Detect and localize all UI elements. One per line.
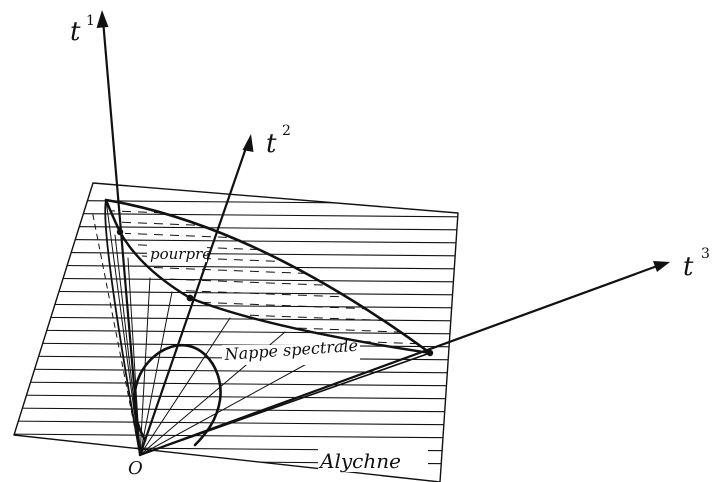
axis-t3-label: t 3 [683, 246, 710, 282]
axis-t2-line [138, 140, 250, 457]
cone-outline [104, 198, 432, 456]
surface-dash-line [106, 275, 430, 291]
axis-t1-line [101, 18, 142, 457]
surface-dash-line [106, 308, 430, 324]
axis-t2-label: t 2 [266, 123, 291, 159]
plane-hatch-line [14, 251, 458, 259]
plane-hatch-line [14, 329, 458, 337]
axis-t3-superscript: 3 [701, 246, 710, 262]
cone-generators [91, 199, 431, 456]
alychne-plane [13, 182, 459, 482]
axes [96, 10, 670, 457]
surface-dash-line [106, 209, 430, 225]
plane-hatch-line [14, 264, 458, 272]
axis-t1-letter: t [70, 17, 81, 47]
axis-t3-line [138, 263, 662, 457]
plane-hatch-line [14, 433, 458, 441]
surface-dash-line [106, 297, 430, 313]
surface-dash-line [106, 264, 430, 280]
axis-t2-letter: t [266, 129, 277, 159]
plane-hatch-line [14, 368, 458, 376]
surface-dash-line [106, 253, 430, 269]
surface-dash-line [106, 286, 430, 302]
plane-hatch-line [14, 381, 458, 389]
origin-label: O [128, 458, 143, 479]
surface-dash-line [106, 231, 430, 247]
plane-hatch-line [14, 394, 458, 402]
plane-hatch-line [14, 238, 458, 246]
plane-hatch-line [14, 316, 458, 324]
plane-hatch-line [14, 225, 458, 233]
axis-t2-arrowhead [242, 134, 254, 152]
alychne-label: Alychne [318, 449, 401, 473]
axis-t2-superscript: 2 [282, 123, 291, 139]
axis-t3-letter: t [683, 252, 694, 282]
axis-t1-label: t 1 [70, 13, 95, 47]
plane-hatch-line [14, 290, 458, 298]
pourpre-label: pourpre [150, 245, 211, 263]
axis-t3-arrowhead [653, 261, 670, 272]
axis-t1-arrowhead [96, 10, 109, 28]
plane-hatch-line [14, 420, 458, 428]
axis-t1-superscript: 1 [86, 13, 95, 29]
plane-hatch-line [14, 407, 458, 415]
